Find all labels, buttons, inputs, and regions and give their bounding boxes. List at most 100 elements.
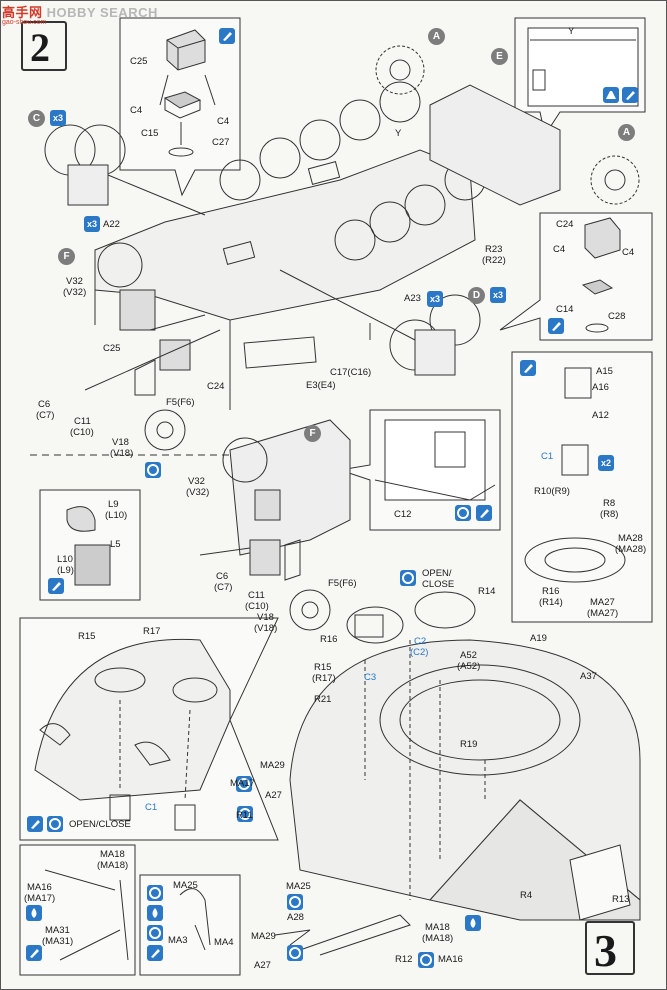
part-label: C17(C16) <box>330 367 372 378</box>
part-label: R16 <box>542 586 560 597</box>
part-label: A19 <box>530 633 547 644</box>
part-label: MA27 <box>590 597 615 608</box>
part-label: V18 <box>112 437 129 448</box>
part-label: C3 <box>364 672 377 683</box>
part-label: A16 <box>592 382 609 393</box>
part-label: F5(F6) <box>328 578 357 589</box>
part-label: C4 <box>622 247 635 258</box>
part-label: MA17 <box>230 778 255 789</box>
part-label: MA3 <box>168 935 188 946</box>
movable-icon <box>455 505 471 521</box>
open-label: OPEN/ <box>422 568 452 579</box>
movable-icon <box>147 925 163 941</box>
part-label: (MA31) <box>42 936 74 947</box>
watermark-text: HOBBY SEARCH <box>46 5 158 20</box>
marker-f: F <box>304 425 321 442</box>
paint-icon <box>603 87 619 103</box>
marker-e: E <box>491 48 508 65</box>
part-label: C24 <box>207 381 225 392</box>
glue-icon <box>27 816 43 832</box>
part-label: (C10) <box>245 601 269 612</box>
part-label: (C10) <box>70 427 94 438</box>
part-label: Y <box>568 26 575 37</box>
part-label: MA16 <box>27 882 52 893</box>
marker-a: A <box>618 124 635 141</box>
part-label: (C7) <box>36 410 55 421</box>
step-number-3: 3 <box>594 925 617 976</box>
part-label: R17 <box>143 626 161 637</box>
part-label: R15 <box>78 631 96 642</box>
part-label: MA16 <box>438 954 463 965</box>
part-label: C25 <box>130 56 148 67</box>
part-label: (R22) <box>482 255 506 266</box>
watermark: 高手网 HOBBY SEARCH <box>2 2 158 21</box>
part-label: R23 <box>485 244 503 255</box>
part-label: C14 <box>556 304 574 315</box>
paint-drop-icon <box>26 905 42 921</box>
part-label: A27 <box>254 960 271 971</box>
marker-f: F <box>58 248 75 265</box>
part-label: (C7) <box>214 582 233 593</box>
part-label: C11 <box>74 416 91 427</box>
glue-icon <box>622 87 638 103</box>
glue-icon <box>476 505 492 521</box>
part-label: R15 <box>314 662 332 673</box>
part-label: C1 <box>541 451 554 462</box>
movable-icon <box>47 816 63 832</box>
part-label: C24 <box>556 219 574 230</box>
part-label: R8 <box>603 498 616 509</box>
marker-d: D <box>468 287 485 304</box>
part-label: (C2) <box>410 647 429 658</box>
part-label: A12 <box>592 410 609 421</box>
glue-icon <box>26 945 42 961</box>
part-label: MA28 <box>618 533 643 544</box>
part-label: R16 <box>320 634 338 645</box>
part-label: V32 <box>188 476 205 487</box>
movable-icon <box>418 952 434 968</box>
part-label: V32 <box>66 276 83 287</box>
part-label: R19 <box>460 739 478 750</box>
part-label: MA4 <box>214 937 234 948</box>
part-label: C4 <box>217 116 230 127</box>
part-label: (MA17) <box>24 893 56 904</box>
part-label: (R17) <box>312 673 336 684</box>
marker-a: A <box>428 28 445 45</box>
part-label: A15 <box>596 366 613 377</box>
part-label: V18 <box>257 612 274 623</box>
movable-icon <box>236 776 252 792</box>
part-label: MA29 <box>260 760 285 771</box>
open-close-label: OPEN/CLOSE <box>69 819 131 830</box>
part-label: R14 <box>478 586 496 597</box>
quantity-badge: x3 <box>427 291 443 307</box>
glue-icon <box>520 360 536 376</box>
quantity-badge: x3 <box>50 110 66 126</box>
part-label: MA29 <box>251 931 276 942</box>
paint-drop-icon <box>465 915 481 931</box>
part-label: C25 <box>103 343 121 354</box>
part-label: C12 <box>394 509 412 520</box>
part-label: (MA18) <box>97 860 129 871</box>
part-label: C4 <box>130 105 143 116</box>
part-label: (MA27) <box>587 608 619 619</box>
part-label: MA18 <box>425 922 450 933</box>
part-label: MA25 <box>286 881 311 892</box>
part-label: A37 <box>580 671 597 682</box>
quantity-badge: x3 <box>490 287 506 303</box>
part-label: L9 <box>108 499 119 510</box>
part-label: MA18 <box>100 849 125 860</box>
part-label: (V32) <box>63 287 87 298</box>
part-label: C6 <box>216 571 229 582</box>
part-label: F5(F6) <box>166 397 195 408</box>
part-label: MA25 <box>173 880 198 891</box>
part-label: R13 <box>612 894 630 905</box>
part-label: C4 <box>553 244 566 255</box>
part-label: (V18) <box>254 623 278 634</box>
step-number-2: 2 <box>30 25 50 70</box>
movable-icon <box>237 806 253 822</box>
part-label: Y <box>395 128 402 139</box>
part-label: (A52) <box>457 661 481 672</box>
part-label: (V18) <box>110 448 134 459</box>
part-label: A28 <box>287 912 304 923</box>
part-label: A52 <box>460 650 477 661</box>
